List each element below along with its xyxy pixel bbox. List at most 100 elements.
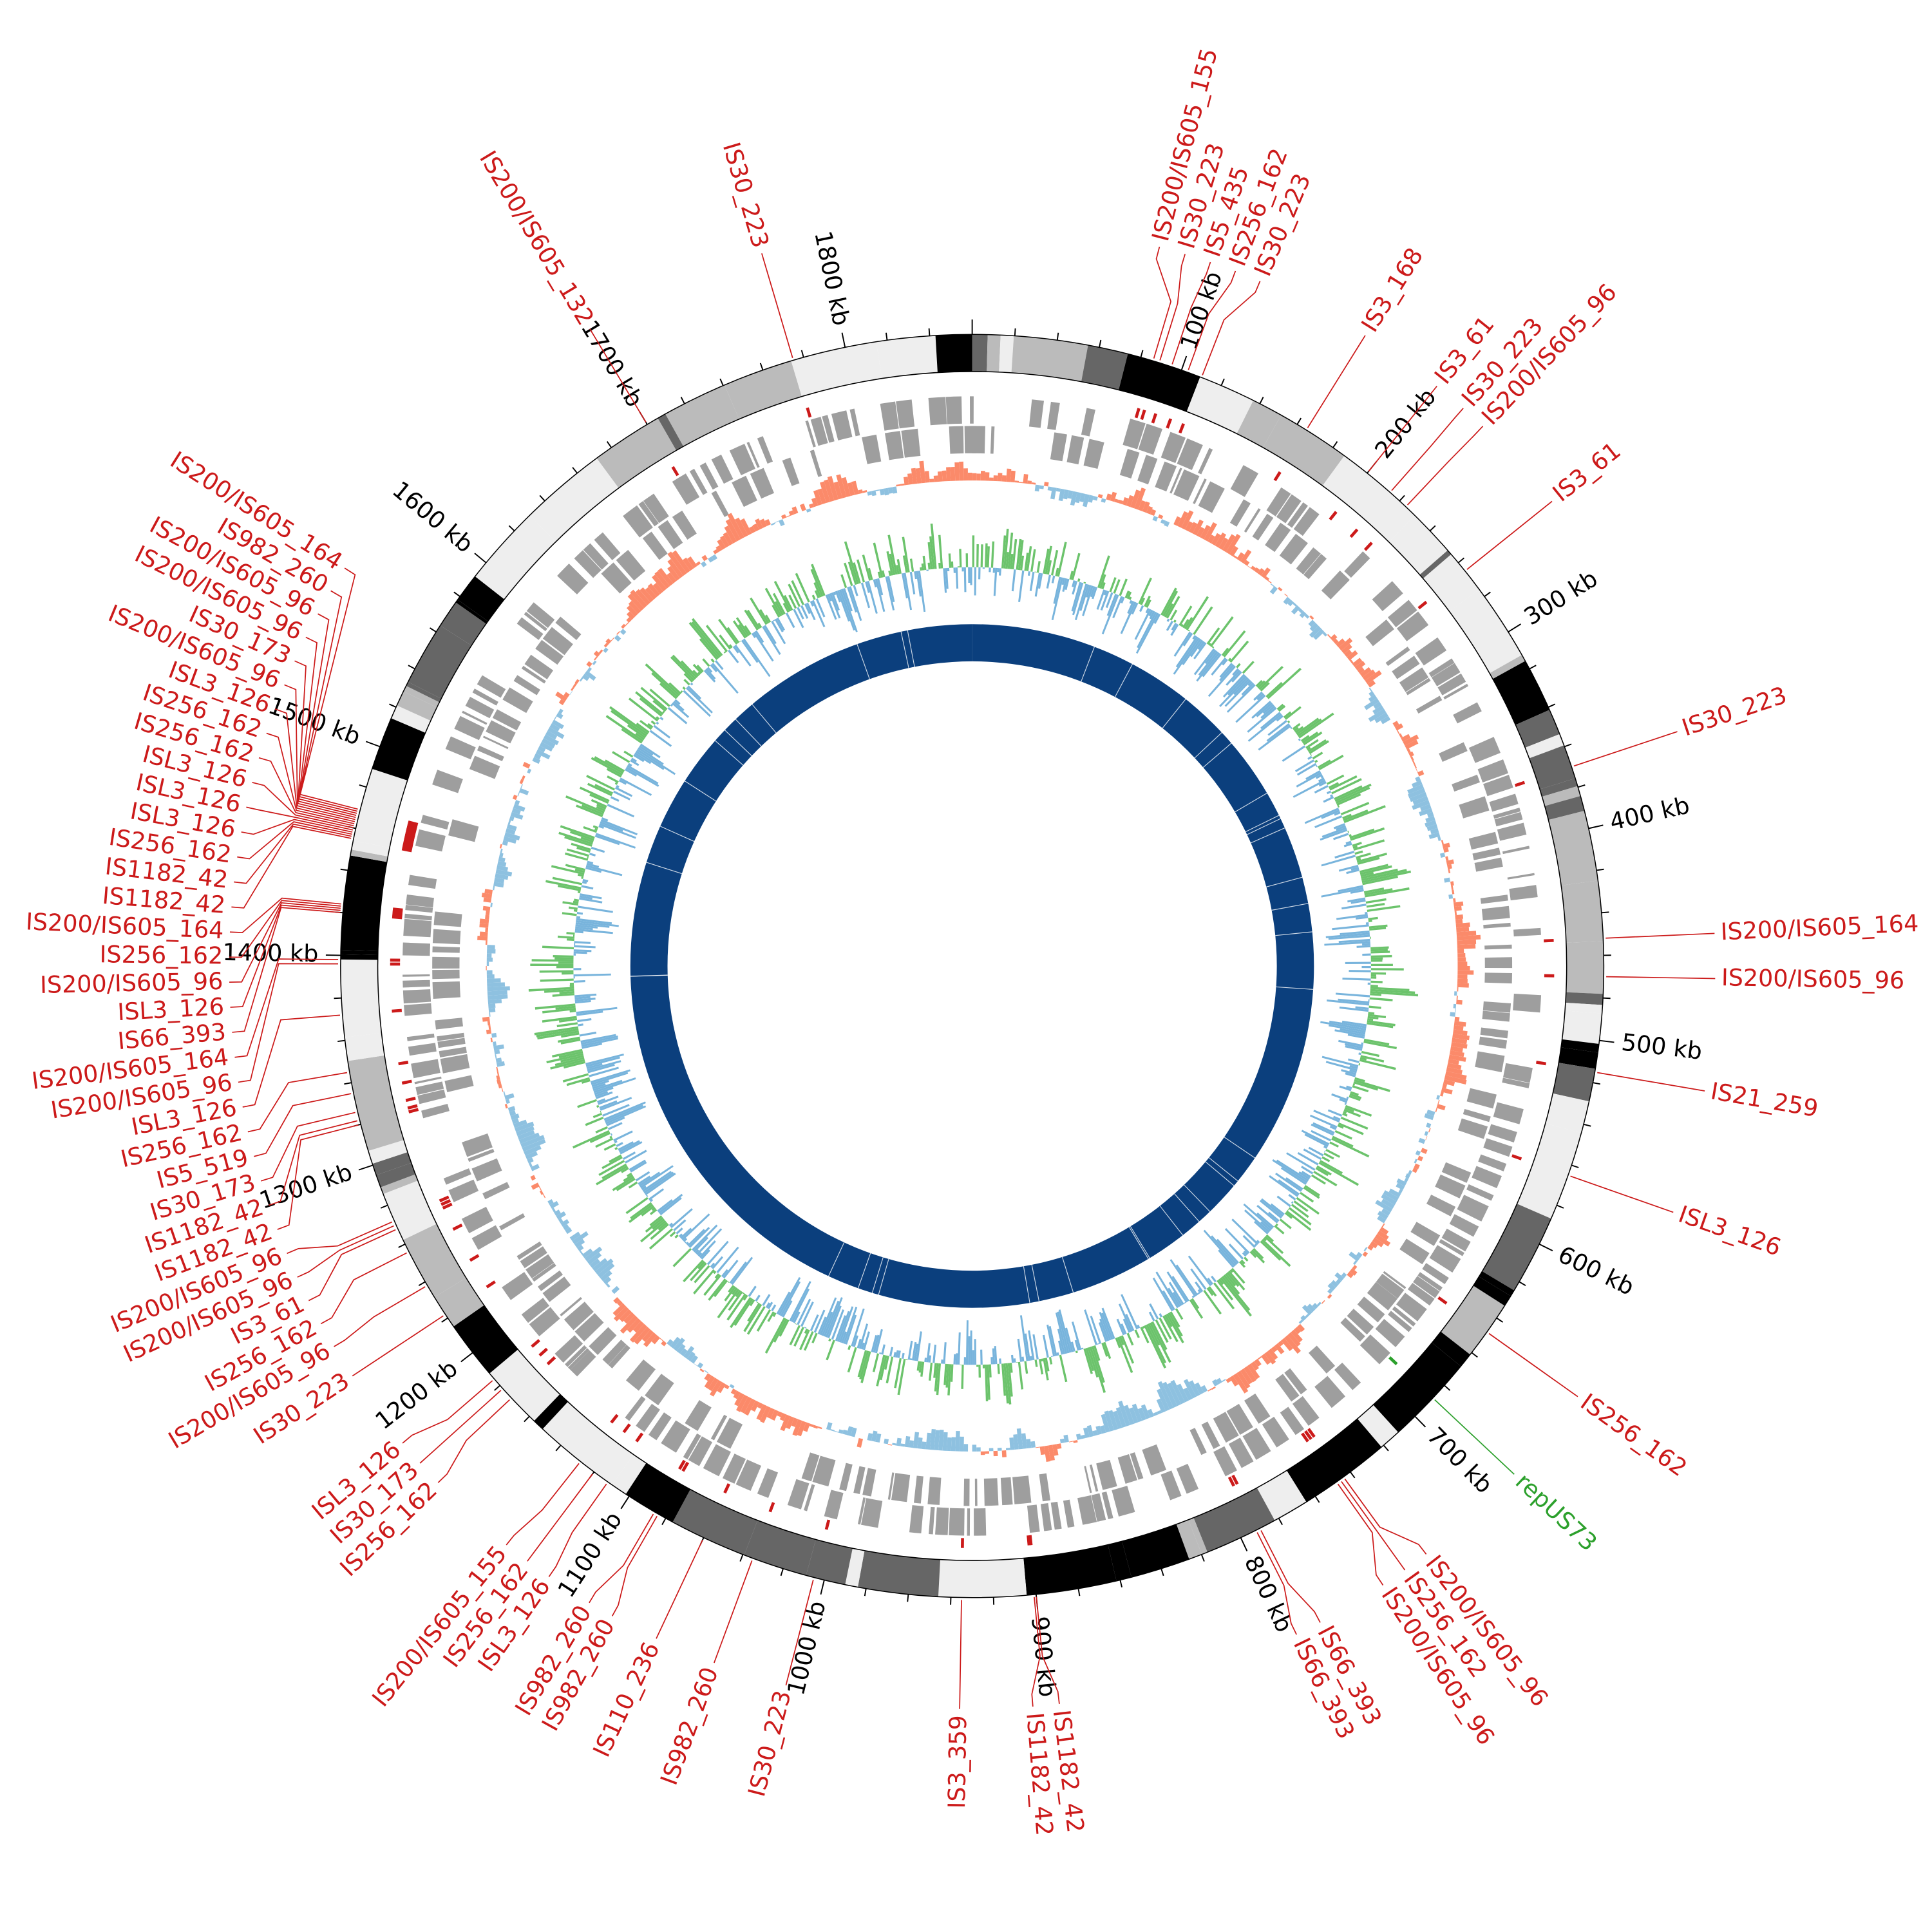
gc-content-bar [1308, 1146, 1324, 1157]
gene-block [432, 929, 461, 945]
gc-skew-bar [925, 1432, 932, 1450]
gene-block [1170, 468, 1182, 494]
gc-content-bar [1345, 1045, 1363, 1051]
gc-skew-bar [1449, 1050, 1464, 1057]
gc-content-bar [609, 706, 649, 735]
gene-block [699, 462, 719, 490]
ideogram-band [345, 1033, 385, 1061]
gc-content-bar [1164, 1314, 1173, 1327]
gc-skew-bar [833, 481, 843, 500]
gc-content-bar [1229, 640, 1249, 663]
gc-content-bar [980, 544, 983, 567]
gc-content-bar [649, 688, 670, 707]
tick-mark [453, 591, 460, 597]
gc-content-bar [1329, 1024, 1366, 1033]
gc-skew-bar [1414, 764, 1417, 769]
tick-mark [759, 363, 764, 370]
gc-skew-bar [1415, 1150, 1421, 1156]
tick-label: 300 kb [1519, 564, 1602, 630]
tick-mark [1077, 1588, 1081, 1596]
gc-content-bar [595, 1126, 608, 1133]
gc-skew-bar [1208, 1388, 1212, 1392]
gc-skew-bar [562, 1224, 570, 1231]
gc-content-bar [559, 990, 574, 994]
ideogram-band [348, 1055, 404, 1151]
gc-content-bar [595, 833, 636, 849]
gc-content-bar [1009, 1363, 1013, 1373]
gc-skew-bar [1101, 1414, 1110, 1433]
gene-block [542, 1276, 571, 1302]
feature-connector [506, 1463, 580, 1546]
gc-content-bar [943, 1342, 947, 1364]
gc-content-bar [1370, 985, 1378, 988]
gc-skew-bar [858, 489, 864, 494]
gc-skew-bar [1185, 521, 1193, 532]
gc-content-bar [614, 1140, 618, 1144]
gc-skew-bar [571, 687, 575, 692]
gc-skew-bar [1278, 587, 1283, 592]
inner-ring-gap [1194, 732, 1222, 759]
inner-ring-gap [1174, 1193, 1200, 1222]
gc-skew-bar [892, 1443, 897, 1446]
gc-content-bar [618, 1141, 634, 1151]
is-element-label: IS3_168 [1356, 243, 1428, 337]
gc-content-bar [1294, 726, 1304, 734]
gc-content-bar [574, 996, 591, 999]
gc-content-bar [1101, 582, 1106, 590]
gene-block [689, 468, 708, 495]
gc-skew-bar [1141, 1404, 1150, 1419]
feature-connector [352, 1315, 444, 1377]
gc-skew-bar [1454, 1021, 1466, 1027]
gc-content-bar [1100, 591, 1110, 611]
gc-skew-bar [507, 820, 511, 825]
gc-content-bar [600, 1097, 632, 1111]
gc-skew-bar [774, 520, 779, 524]
tick-mark [460, 1352, 473, 1363]
gc-content-bar [1173, 637, 1200, 675]
gc-skew-bar [498, 857, 506, 862]
ideogram-band [1357, 1405, 1399, 1447]
gc-skew-bar [1455, 922, 1470, 928]
inner-ring-gap [724, 730, 752, 756]
gc-content-bar [797, 607, 804, 620]
gc-skew-bar [1226, 1378, 1232, 1383]
ideogram-band [1256, 1470, 1307, 1520]
gc-content-bar [1043, 548, 1050, 574]
gc-content-bar [1135, 612, 1159, 654]
gc-content-bar [1327, 1109, 1343, 1117]
gene-block [1229, 499, 1251, 527]
gene-block [1502, 846, 1530, 855]
gc-content-bar [652, 1218, 665, 1230]
gc-content-bar [1005, 1363, 1012, 1405]
gc-content-bar [778, 1276, 801, 1316]
gc-skew-bar [780, 1414, 791, 1432]
gc-content-bar [1260, 1221, 1272, 1231]
gc-skew-bar [1183, 1379, 1197, 1399]
gc-skew-bar [495, 1057, 502, 1063]
gc-skew-bar [504, 1093, 515, 1100]
gc-content-bar [1343, 1108, 1361, 1117]
gc-content-bar [1321, 827, 1347, 838]
gc-content-bar [1353, 1081, 1378, 1091]
gc-skew-bar [634, 1327, 651, 1345]
gc-skew-bar [509, 816, 515, 822]
gc-skew-bar [661, 1340, 667, 1347]
gc-skew-bar [486, 974, 495, 979]
gc-content-bar [985, 543, 988, 568]
gc-skew-bar [574, 679, 580, 685]
feature-marker [1166, 418, 1173, 429]
feature-marker [824, 1519, 831, 1530]
gc-skew-bar [724, 1384, 730, 1390]
gc-content-bar [976, 1365, 979, 1367]
gc-content-bar [844, 562, 853, 587]
gene-block [1482, 1001, 1511, 1013]
gc-content-bar [574, 941, 591, 944]
gc-skew-bar [1153, 1412, 1159, 1416]
gc-content-bar [1321, 1056, 1359, 1068]
tick-mark [1429, 525, 1436, 531]
gc-skew-bar [803, 1422, 810, 1432]
gc-skew-bar [1457, 961, 1468, 966]
gc-skew-bar [1257, 568, 1265, 576]
tick-label: 700 kb [1422, 1422, 1499, 1499]
gc-skew-bar [1338, 638, 1353, 651]
